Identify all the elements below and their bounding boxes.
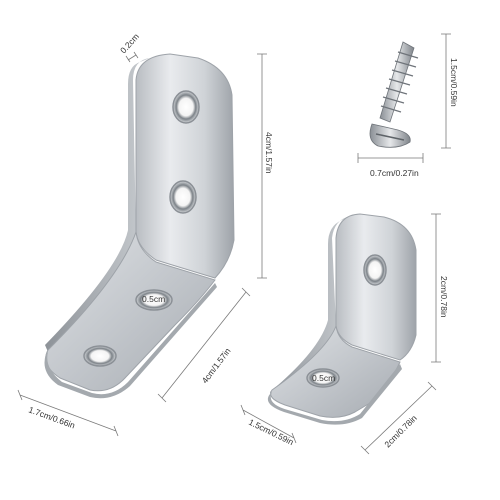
screw-slot — [375, 133, 405, 141]
dim-line-large-width — [17, 389, 119, 437]
small-bracket-hole-1 — [363, 254, 387, 286]
label-screw-width: 0.7cm/0.27in — [370, 168, 419, 178]
small-bracket — [267, 213, 417, 425]
dim-line-screw-length — [441, 33, 451, 149]
screw — [369, 41, 419, 148]
large-bracket-hole-3 — [135, 289, 173, 311]
label-small-height: 2cm/0.78in — [439, 276, 449, 318]
screw-shank — [379, 41, 415, 123]
label-large-width: 1.7cm/0.66in — [27, 404, 76, 430]
label-large-hole: 0.5cm — [142, 294, 165, 304]
large-bracket — [44, 53, 235, 399]
dim-line-small-height — [431, 213, 441, 363]
large-bracket-hole-2 — [169, 180, 197, 214]
label-large-height: 4cm/1.57in — [264, 132, 274, 174]
dim-line-large-length — [157, 287, 251, 403]
dim-line-small-length — [360, 381, 437, 455]
label-small-hole: 0.5cm — [312, 373, 335, 383]
small-bracket-bottom-edge — [267, 364, 402, 425]
large-bracket-vertical-arm — [135, 53, 235, 279]
dimension-lines — [17, 33, 451, 455]
large-bracket-hole-4 — [83, 345, 117, 367]
screw-head — [369, 123, 411, 148]
label-screw-length: 1.5cm/0.59in — [449, 58, 459, 107]
dim-line-screw-width — [357, 153, 424, 163]
small-bracket-hole-2 — [306, 368, 340, 388]
small-bracket-vertical-arm — [335, 213, 417, 361]
label-small-width: 1.5cm/0.59in — [247, 417, 295, 447]
dim-line-large-thickness — [127, 54, 137, 61]
large-bracket-hole-1 — [172, 90, 200, 124]
dim-line-small-width — [240, 404, 297, 444]
dim-line-large-height — [257, 53, 267, 279]
label-large-length: 4cm/1.57in — [200, 346, 233, 385]
screw-threads — [380, 51, 419, 113]
large-bracket-edge — [45, 58, 150, 352]
label-large-thickness: 0.2cm — [118, 31, 141, 55]
label-small-length: 2cm/0.78in — [382, 413, 419, 450]
small-bracket-edge — [270, 216, 350, 398]
